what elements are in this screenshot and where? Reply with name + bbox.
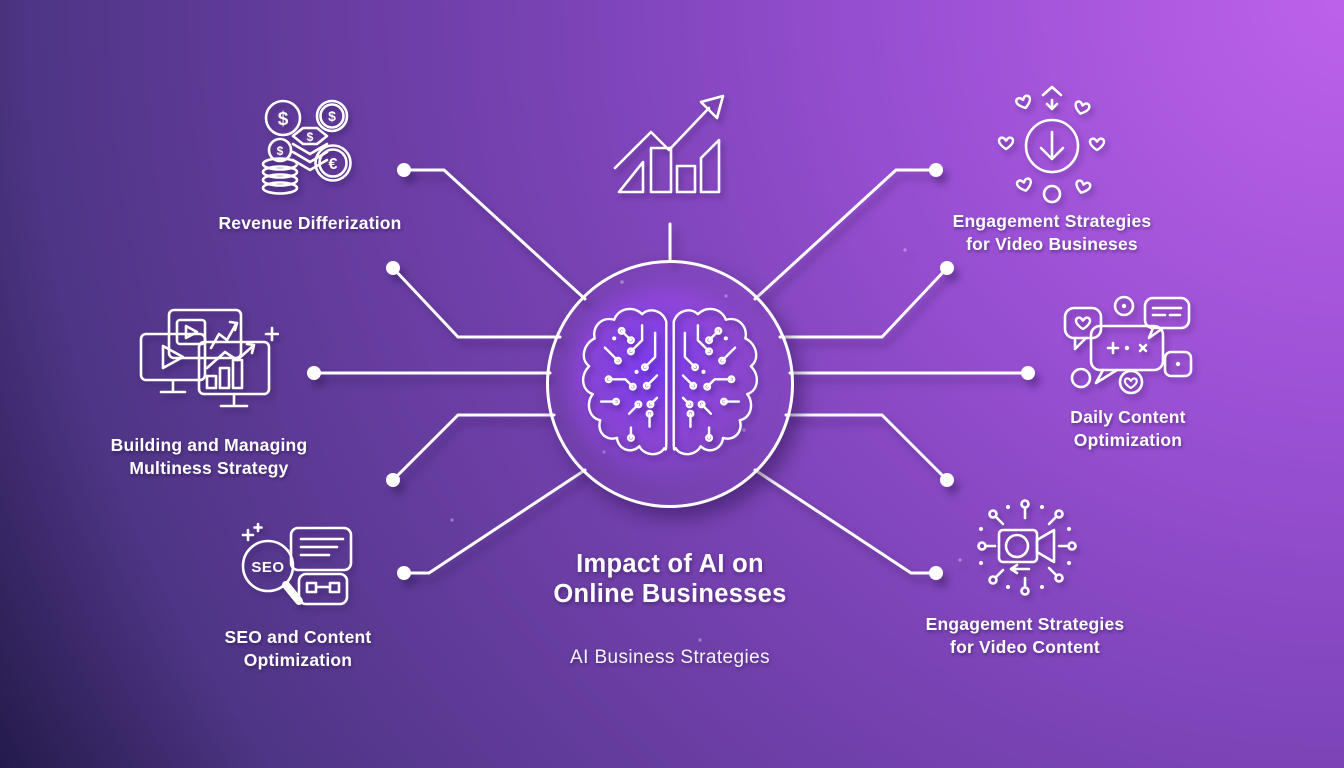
- node-multiness-strategy: Building and Managing Multiness Strategy: [59, 308, 359, 480]
- infographic-title: Impact of AI on Online Businesses: [520, 549, 820, 609]
- node-label: Revenue Differization: [218, 212, 401, 235]
- label-line: Daily Content: [1070, 407, 1186, 427]
- dollar-glyph: $: [307, 130, 314, 144]
- euro-glyph: €: [329, 156, 338, 173]
- label-line: for Video Content: [950, 637, 1100, 657]
- dollar-glyph: $: [277, 144, 284, 158]
- connector-line: [784, 413, 949, 482]
- node-label: Engagement Strategies for Video Content: [926, 613, 1125, 659]
- brain-glow: [567, 285, 773, 483]
- node-label: Daily Content Optimization: [1070, 406, 1185, 452]
- video-camera-network-icon: [977, 499, 1077, 596]
- node-label: SEO and Content Optimization: [225, 626, 372, 672]
- camera-dots: [979, 505, 1071, 589]
- connector-lines-group: [312, 168, 1030, 575]
- label-line: Engagement Strategies: [925, 614, 1125, 634]
- infographic-subtitle: AI Business Strategies: [570, 647, 770, 668]
- label-line: Revenue Differization: [218, 213, 402, 233]
- label-line: Optimization: [1073, 430, 1183, 450]
- node-seo-content-optimization: SEO SEO and Content Optimization: [148, 522, 448, 672]
- label-line: Engagement Strategies: [952, 211, 1152, 231]
- ai-circuit-brain-icon: [581, 307, 759, 456]
- connector-line: [753, 168, 938, 301]
- connector-line: [402, 168, 587, 301]
- connector-line: [391, 266, 562, 339]
- dollar-glyph: $: [328, 108, 336, 124]
- growth-chart-icon: [613, 94, 725, 194]
- dollar-glyph: $: [278, 109, 289, 130]
- connector-line: [402, 468, 587, 575]
- node-revenue-diversification: $ $ $ $ € Revenue Differization: [160, 96, 460, 235]
- central-hub: [546, 260, 794, 508]
- node-engagement-video-content: Engagement Strategies for Video Content: [875, 494, 1175, 659]
- node-daily-content-optimization: Daily Content Optimization: [978, 294, 1278, 452]
- node-label: Building and Managing Multiness Strategy: [111, 434, 308, 480]
- connector-dots-group: [307, 163, 1035, 580]
- label-line: Optimization: [243, 650, 353, 670]
- label-line: Multiness Strategy: [129, 458, 289, 478]
- title-line-1: Impact of AI on: [576, 550, 764, 578]
- label-line: SEO and Content: [224, 627, 372, 647]
- top-decoration: [605, 88, 735, 200]
- node-label: Engagement Strategies for Video Businese…: [953, 210, 1152, 256]
- seo-glyph: SEO: [251, 559, 284, 576]
- connector-line: [391, 413, 556, 482]
- money-coins-icon: $ $ $ $ €: [261, 99, 352, 195]
- title-line-2: Online Businesses: [553, 580, 787, 608]
- engagement-hearts-icon: [997, 85, 1106, 204]
- connector-line: [753, 468, 938, 575]
- label-line: for Video Busineses: [966, 234, 1138, 254]
- connector-line: [778, 266, 949, 339]
- label-line: Building and Managing: [110, 435, 308, 455]
- seo-magnifier-icon: SEO: [241, 522, 353, 606]
- video-monitors-icon: [139, 308, 279, 408]
- node-engagement-video-businesses: Engagement Strategies for Video Businese…: [902, 84, 1202, 256]
- chat-bubbles-icon: [1063, 295, 1192, 395]
